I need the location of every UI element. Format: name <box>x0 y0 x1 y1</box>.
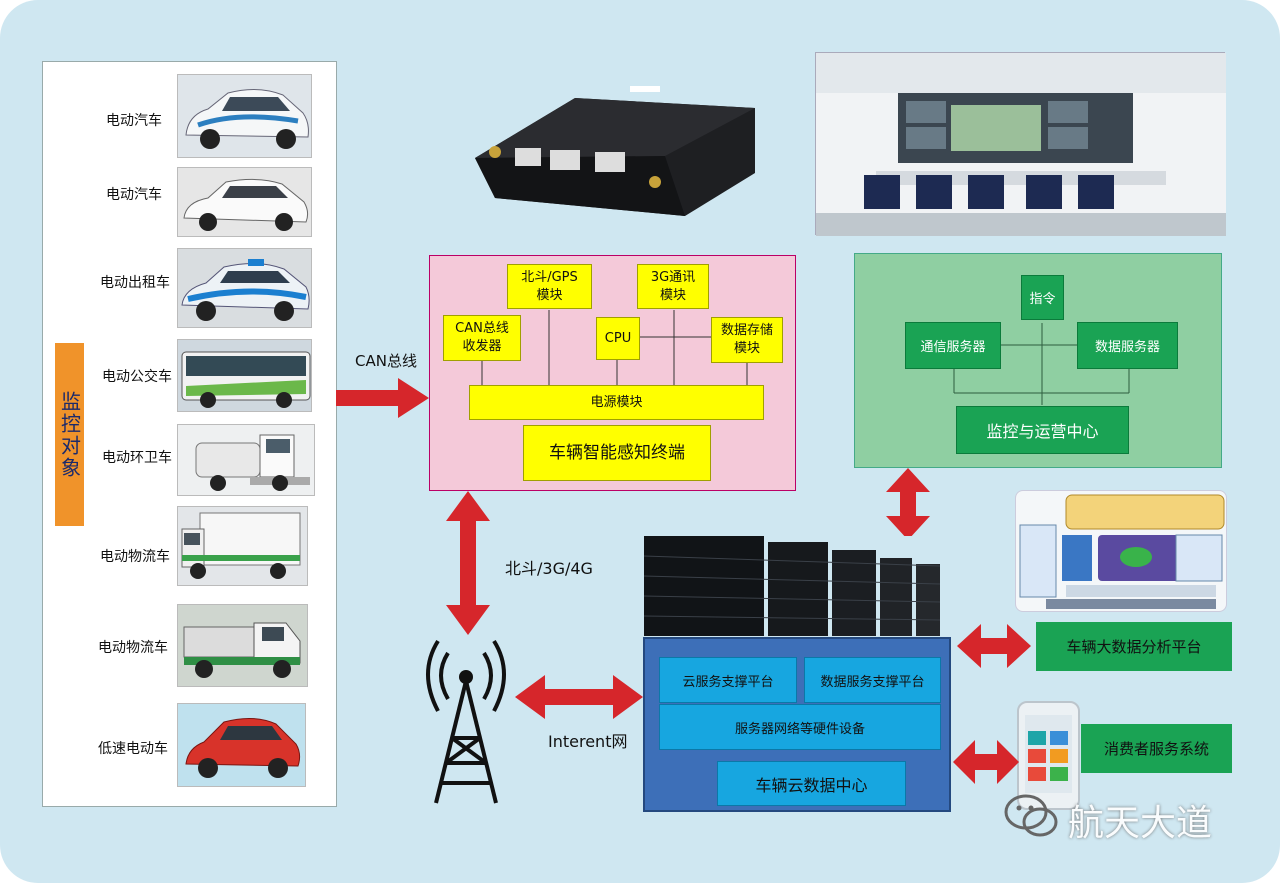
arrow-right-can <box>336 378 429 418</box>
vehicle-label: 电动汽车 <box>106 113 162 129</box>
vehicle-label: 电动环卫车 <box>102 450 172 466</box>
gps-module: 北斗/GPS 模块 <box>507 264 592 309</box>
cloud-title: 车辆云数据中心 <box>717 761 906 806</box>
vehicle-label: 电动汽车 <box>106 187 162 203</box>
vehicle-image-taxi <box>177 248 312 328</box>
server-racks-image <box>643 536 944 636</box>
data-server-box: 数据服务器 <box>1077 322 1178 369</box>
smartphone-image <box>1017 701 1080 810</box>
control-room-image <box>815 52 1226 236</box>
center-wires <box>953 323 1130 405</box>
arrow-leftright-consumer <box>953 740 1019 784</box>
vehicle-label: 低速电动车 <box>98 741 168 757</box>
bigdata-platform-label: 车辆大数据分析平台 <box>1036 622 1232 671</box>
arrow-updown-network <box>446 491 490 635</box>
vehicle-label: 电动物流车 <box>98 640 168 656</box>
arrow-leftright-bigdata <box>957 624 1031 668</box>
cloud-platform-box: 云服务支撑平台 <box>659 657 797 703</box>
vehicle-image-cargo <box>177 604 308 687</box>
monitored-objects-tag: 监控对象 <box>55 343 84 526</box>
data-platform-box: 数据服务支撑平台 <box>804 657 941 703</box>
center-title: 监控与运营中心 <box>956 406 1129 454</box>
terminal-title: 车辆智能感知终端 <box>523 425 711 481</box>
vehicle-label: 电动出租车 <box>100 275 170 291</box>
wechat-logo-icon <box>1004 794 1058 837</box>
network-label: 北斗/3G/4G <box>505 559 593 578</box>
consumer-service-label: 消费者服务系统 <box>1081 724 1232 773</box>
arrow-leftright-internet <box>515 675 643 719</box>
bigdata-platform-image <box>1015 490 1227 612</box>
terminal-device-image <box>455 78 765 218</box>
comm-server-box: 通信服务器 <box>905 322 1001 369</box>
vehicle-label: 电动物流车 <box>100 549 170 565</box>
vehicle-image-sanitation <box>177 424 315 496</box>
vehicle-image-sedan <box>177 167 312 237</box>
internet-label: Interent网 <box>548 732 628 751</box>
can-transceiver: CAN总线 收发器 <box>443 315 521 361</box>
vehicle-label: 电动公交车 <box>102 369 172 385</box>
comm-module: 3G通讯 模块 <box>637 264 709 309</box>
power-module: 电源模块 <box>469 385 764 420</box>
vehicle-image-ev-car <box>177 74 312 158</box>
vehicle-image-van <box>177 506 308 586</box>
vehicle-image-bus <box>177 339 312 412</box>
antenna-tower-icon <box>426 639 506 804</box>
cpu-module: CPU <box>596 317 640 360</box>
terminal-wires <box>481 310 748 385</box>
arrow-updown-center <box>886 468 930 540</box>
can-bus-label: CAN总线 <box>355 352 417 370</box>
hardware-box: 服务器网络等硬件设备 <box>659 704 941 750</box>
command-box: 指令 <box>1021 275 1064 320</box>
watermark-text: 航天大道 <box>1068 803 1213 844</box>
vehicle-image-lowspeed <box>177 703 306 787</box>
storage-module: 数据存储 模块 <box>711 317 783 363</box>
